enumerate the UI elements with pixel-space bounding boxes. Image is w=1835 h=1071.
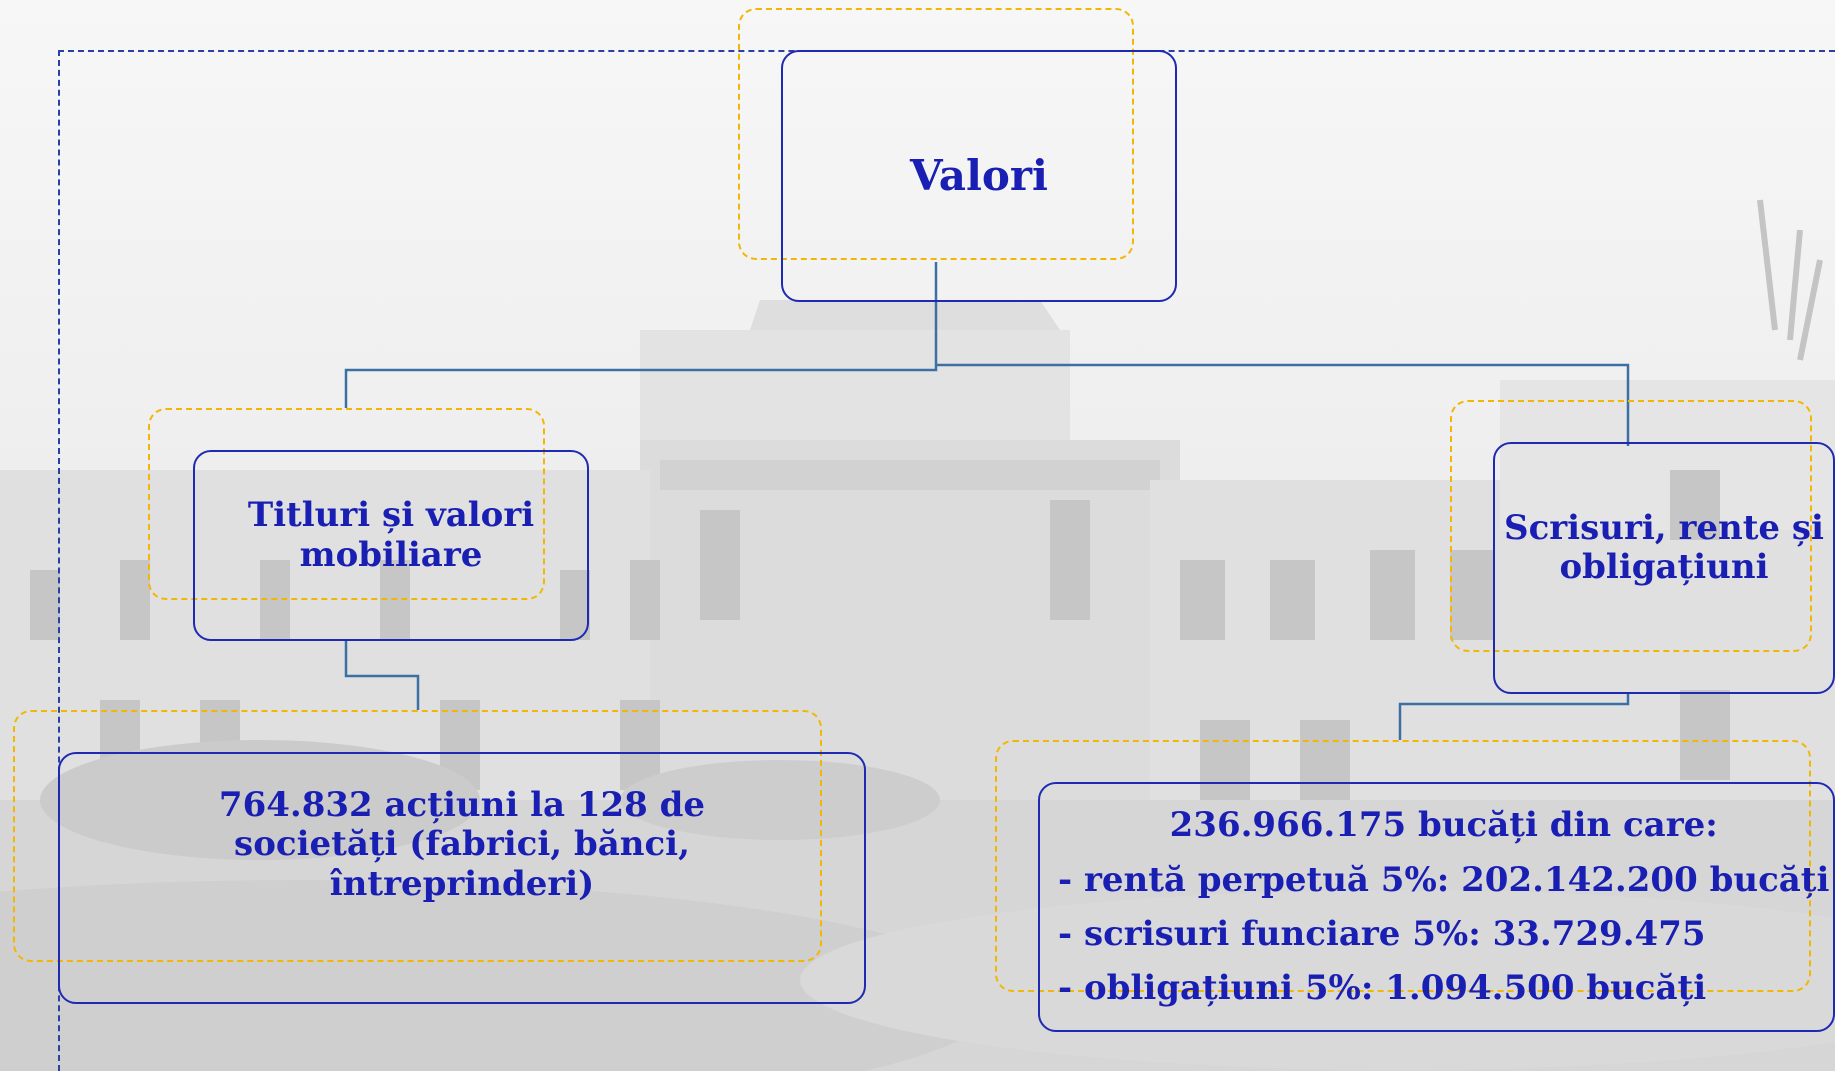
connector-root-right: [936, 363, 1630, 446]
left-branch-label: Titluri și valori mobiliare: [247, 495, 535, 575]
right-leaf-item: - obligațiuni 5%: 1.094.500 bucăți: [1058, 968, 1707, 1009]
left-branch-node: Titluri și valori mobiliare: [193, 450, 589, 641]
connector-right-leaf: [1398, 694, 1630, 740]
left-branch-outline: [148, 408, 545, 600]
connector-root-left: [344, 262, 938, 408]
right-leaf-item: - scrisuri funciare 5%: 33.729.475: [1058, 914, 1706, 954]
root-node-outline: [738, 8, 1134, 260]
left-leaf-label: 764.832 acțiuni la 128 de societăți (fab…: [218, 785, 706, 904]
root-node-label: Valori: [910, 150, 1048, 200]
right-leaf-heading: 236.966.175 bucăți din care:: [1169, 805, 1718, 846]
connector-left-leaf: [344, 640, 420, 710]
left-leaf-outline: [13, 710, 822, 962]
right-leaf-node: 236.966.175 bucăți din care: - rentă per…: [1038, 782, 1835, 1032]
root-node: Valori: [781, 50, 1177, 302]
left-leaf-node: 764.832 acțiuni la 128 de societăți (fab…: [58, 752, 866, 1004]
frame-left-border: [58, 50, 60, 1071]
right-branch-outline: [1450, 400, 1812, 652]
right-branch-label: Scrisuri, rente și obligațiuni: [1504, 507, 1824, 587]
right-leaf-content: 236.966.175 bucăți din care: - rentă per…: [1058, 798, 1829, 1016]
right-leaf-item: - rentă perpetuă 5%: 202.142.200 bucăți: [1058, 859, 1830, 900]
right-leaf-outline: [995, 740, 1811, 992]
right-branch-node: Scrisuri, rente și obligațiuni: [1493, 442, 1835, 694]
